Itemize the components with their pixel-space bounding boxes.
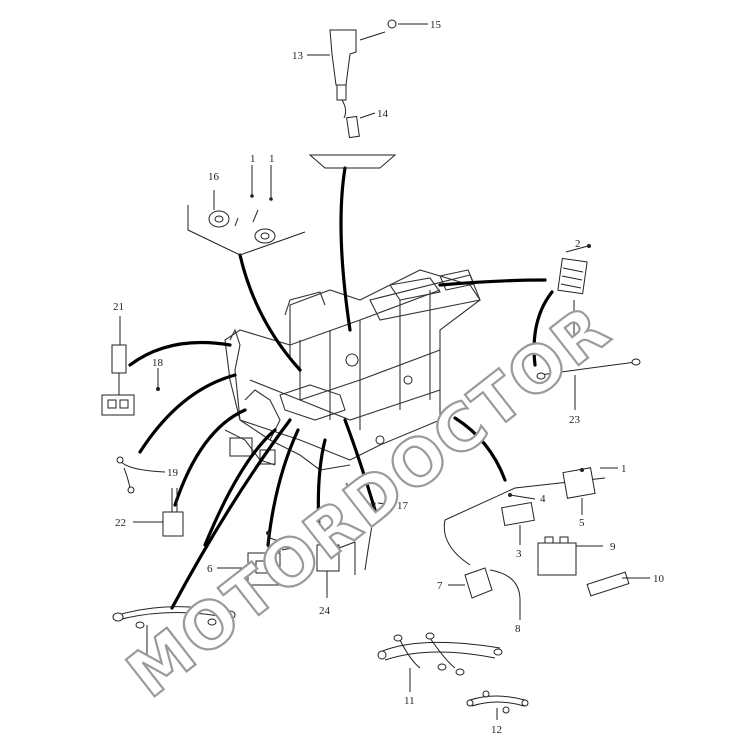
callout-7: 7 <box>437 580 443 592</box>
callout-14: 14 <box>377 108 389 120</box>
callout-1: 1 <box>621 463 627 475</box>
bracket-group-16 <box>187 165 306 256</box>
harness-20 <box>112 606 236 655</box>
electrical-module-group <box>443 467 650 620</box>
harness-11 <box>377 632 503 692</box>
relay-24 <box>316 541 356 598</box>
callout-12: 12 <box>491 724 502 736</box>
callout-23: 23 <box>569 414 581 426</box>
callout-3: 3 <box>516 548 522 560</box>
watermark-text: MOTORDOCTOR <box>114 291 624 712</box>
callout-4: 4 <box>540 493 546 505</box>
relay-block-6 <box>217 531 293 586</box>
callout-1: 1 <box>269 153 275 165</box>
callout-1: 1 <box>250 153 256 165</box>
callout-8: 8 <box>515 623 521 635</box>
callout-6: 6 <box>207 563 213 575</box>
callout-18: 18 <box>344 481 356 493</box>
callout-10: 10 <box>653 573 665 585</box>
callout-13: 13 <box>292 50 304 62</box>
callout-2: 2 <box>575 238 581 250</box>
leader-arcs <box>128 166 554 610</box>
callout-17: 17 <box>397 500 409 512</box>
ignition-coil-group <box>307 19 428 169</box>
callout-22: 22 <box>115 517 126 529</box>
callout-9: 9 <box>610 541 616 553</box>
callout-16: 16 <box>208 171 220 183</box>
callout-11: 11 <box>404 695 415 707</box>
fuse-group-21 <box>101 316 160 416</box>
callout-labels: 1 1 1 1 2 3 4 4 5 6 7 8 9 10 11 12 13 14… <box>113 19 665 736</box>
chassis-frame <box>224 269 481 471</box>
callout-19: 19 <box>167 467 179 479</box>
callout-1: 1 <box>571 336 577 348</box>
callout-21: 21 <box>113 301 124 313</box>
harness-19-22 <box>116 456 184 537</box>
callout-20: 20 <box>138 656 150 668</box>
callout-15: 15 <box>430 19 442 31</box>
harness-12 <box>466 690 529 720</box>
callout-18: 18 <box>152 357 164 369</box>
callout-24: 24 <box>319 605 331 617</box>
regulator-group <box>536 244 641 410</box>
sensor-17 <box>356 495 396 571</box>
callout-4: 4 <box>296 543 302 555</box>
callout-5: 5 <box>579 517 585 529</box>
